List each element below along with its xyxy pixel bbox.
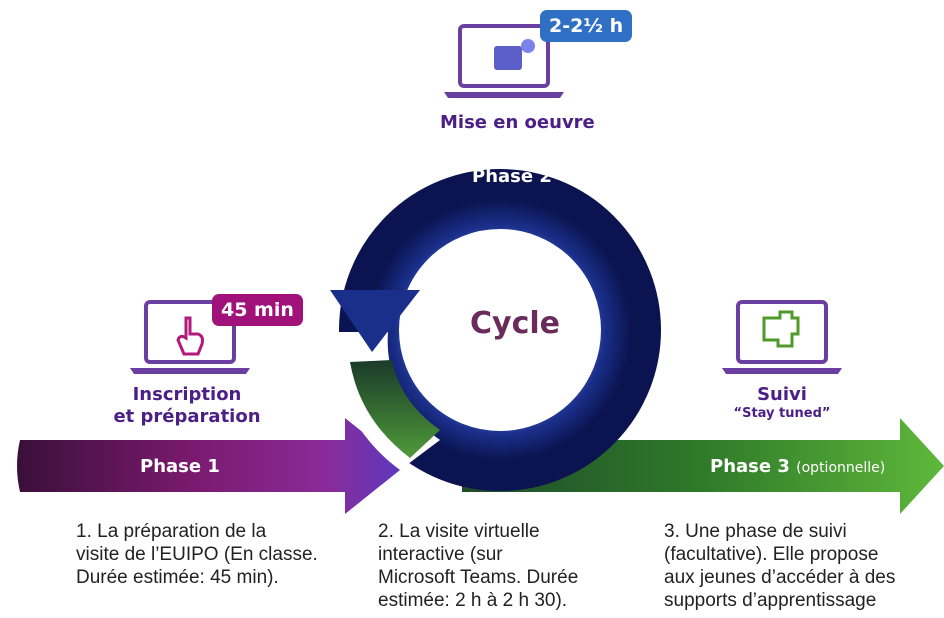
desc-line: 2. La visite virtuelle [378,521,540,542]
phase3-label-suffix: (optionnelle) [796,460,886,476]
phase3-description: 3. Une phase de suivi (facultative). Ell… [664,520,914,612]
phase2-duration-badge: 2-2½ h [540,10,633,42]
phase1-duration-badge: 45 min [212,294,303,326]
cycle-ring-lower-segment [350,360,440,458]
phase2-description: 2. La visite virtuelle interactive (sur … [378,520,628,612]
phase2-label: Phase 2 [472,166,552,187]
phase1-description: 1. La préparation de la visite de l’EUIP… [76,520,326,589]
phase3-subtitle: “Stay tuned” [733,406,831,421]
cycle-label: Cycle [470,306,560,341]
desc-line: Microsoft Teams. Durée [378,567,579,588]
phase2-laptop-icon [444,24,564,98]
phase3-label: Phase 3 (optionnelle) [710,456,885,477]
desc-line: aux jeunes d’accéder à des [664,567,896,588]
desc-line: estimée: 2 h à 2 h 30). [378,590,568,611]
desc-line: 1. La préparation de la [76,521,267,542]
desc-line: 3. Une phase de suivi [664,521,847,542]
phase2-title: Mise en oeuvre [440,112,595,133]
phase1-title-line2: et préparation [113,406,261,427]
phase1-label: Phase 1 [140,456,220,477]
phase3-laptop-icon [722,300,842,374]
cycle-arrowhead [330,290,420,352]
desc-line: interactive (sur [378,544,503,565]
phase1-arrow [17,418,405,514]
desc-line: Durée estimée: 45 min). [76,567,279,588]
microsoft-teams-icon [494,46,522,70]
puzzle-icon [762,310,800,348]
hand-pointer-icon [176,316,204,356]
desc-line: (facultative). Elle propose [664,544,879,565]
phase3-label-main: Phase 3 [710,456,790,477]
desc-line: supports d’apprentissage [664,590,877,611]
phase1-title-line1: Inscription [132,384,242,405]
desc-line: visite de l’EUIPO (En classe. [76,544,318,565]
phase1-title: Inscription et préparation [112,384,262,428]
phase3-title: Suivi [757,384,807,405]
